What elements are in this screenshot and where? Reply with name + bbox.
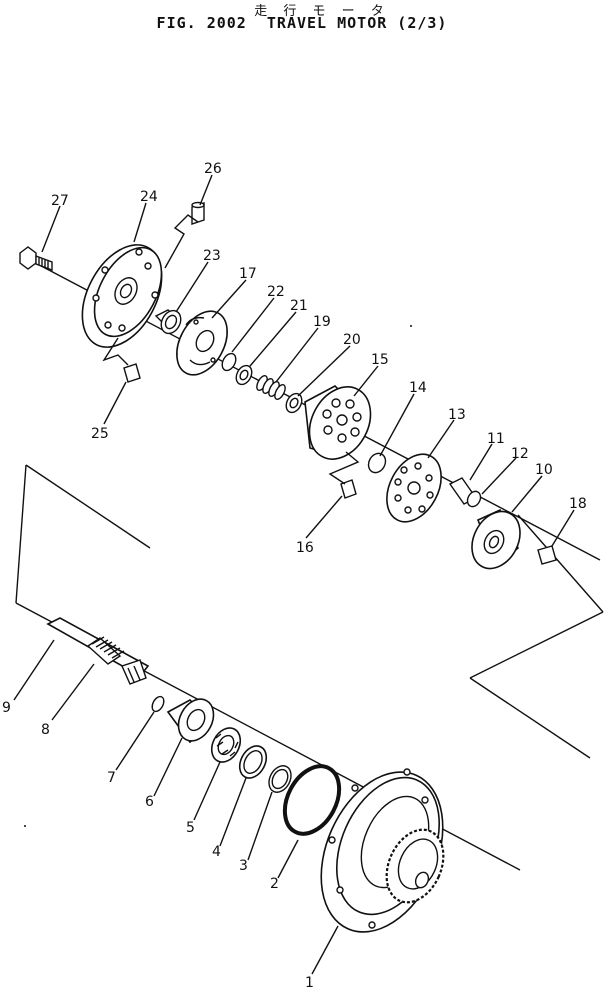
leader-1: [311, 925, 339, 975]
part-3-ring: [268, 765, 292, 793]
callout-16: 16: [296, 540, 314, 556]
leader-6: [153, 737, 183, 797]
callout-6: 6: [145, 794, 154, 810]
callout-18: 18: [569, 496, 587, 512]
callout-26: 26: [204, 161, 222, 177]
leader-13: [427, 419, 455, 459]
leader-4: [219, 777, 247, 847]
leader-15: [353, 365, 379, 397]
part-17-valve-plate: [176, 310, 228, 376]
part-16-pin: [340, 479, 357, 499]
frame-line-right: [517, 514, 604, 613]
part-20-washer: [285, 392, 303, 414]
part-22-snap-ring: [221, 352, 237, 372]
part-4-outer-race: [238, 745, 268, 779]
part-13-retainer-plate: [386, 453, 442, 523]
callout-27: 27: [51, 193, 69, 209]
part-23-bushing: [154, 309, 182, 335]
leader-8: [51, 663, 95, 721]
leader-16: [305, 495, 343, 539]
callout-9: 9: [2, 700, 11, 716]
callout-12: 12: [511, 446, 529, 462]
part-6-bearing: [166, 698, 215, 744]
part-18-pin: [537, 545, 557, 565]
leader-5: [193, 761, 221, 821]
part-1-motor-case: [320, 768, 445, 933]
leader-14: [379, 393, 415, 457]
leader-20: [297, 345, 351, 397]
leader-26: [199, 174, 213, 206]
leader-24: [133, 202, 147, 243]
leader-23: [175, 261, 209, 313]
callout-24: 24: [140, 189, 158, 205]
japanese-title: 走 行 モ ー タ: [254, 4, 390, 19]
part-14-spherical-bushing: [367, 452, 387, 474]
part-10-swash-plate: [471, 508, 521, 570]
part-7-snap-ring: [151, 695, 165, 713]
leader-3: [247, 791, 273, 861]
callout-17: 17: [239, 266, 257, 282]
part-5-roller-bearing: [210, 727, 242, 763]
part-21-washer: [235, 364, 253, 386]
callout-8: 8: [41, 722, 50, 738]
part-25-pin: [123, 363, 141, 383]
callout-19: 19: [313, 314, 331, 330]
callout-10: 10: [535, 462, 553, 478]
callout-1: 1: [305, 975, 314, 991]
leader-11: [469, 443, 493, 481]
leader-18: [551, 509, 575, 547]
leader-10: [511, 475, 543, 513]
frame-line-right3: [469, 677, 591, 759]
part-2-o-ring: [282, 764, 342, 836]
callout-7: 7: [107, 770, 116, 786]
leader-2: [277, 839, 299, 879]
part-12-shoe: [466, 490, 482, 508]
leader-19: [275, 327, 319, 383]
frame-line-leftvert: [15, 464, 27, 604]
leader-9: [13, 639, 55, 701]
callout-2: 2: [270, 876, 279, 892]
leader-25: [103, 381, 127, 425]
leader-22: [231, 297, 275, 353]
leader-21: [249, 311, 297, 367]
part-15-cylinder-block: [304, 385, 372, 460]
callout-11: 11: [487, 431, 505, 447]
callout-21: 21: [290, 298, 308, 314]
callout-25: 25: [91, 426, 109, 442]
callout-15: 15: [371, 352, 389, 368]
part-27-bolt: [19, 246, 53, 272]
part-24-flange-plate: [81, 244, 163, 348]
part-9-shaft: [46, 617, 150, 685]
callout-3: 3: [239, 858, 248, 874]
frame-line-bottomleft: [15, 602, 49, 621]
callout-4: 4: [212, 844, 221, 860]
part-19-spring: [256, 374, 286, 401]
leader-7: [115, 711, 155, 771]
frame-line-left: [25, 464, 151, 549]
leader-27: [41, 205, 61, 253]
callout-22: 22: [267, 284, 285, 300]
callout-23: 23: [203, 248, 221, 264]
part-26-pin: [191, 201, 205, 225]
callout-13: 13: [448, 407, 466, 423]
figure-title: FIG. 2002 TRAVEL MOTOR (2/3): [156, 14, 448, 32]
leader-17: [211, 279, 247, 319]
callout-5: 5: [186, 820, 195, 836]
callout-20: 20: [343, 332, 361, 348]
callout-14: 14: [409, 380, 427, 396]
frame-line-right2: [469, 611, 604, 679]
leader-12: [481, 457, 517, 495]
